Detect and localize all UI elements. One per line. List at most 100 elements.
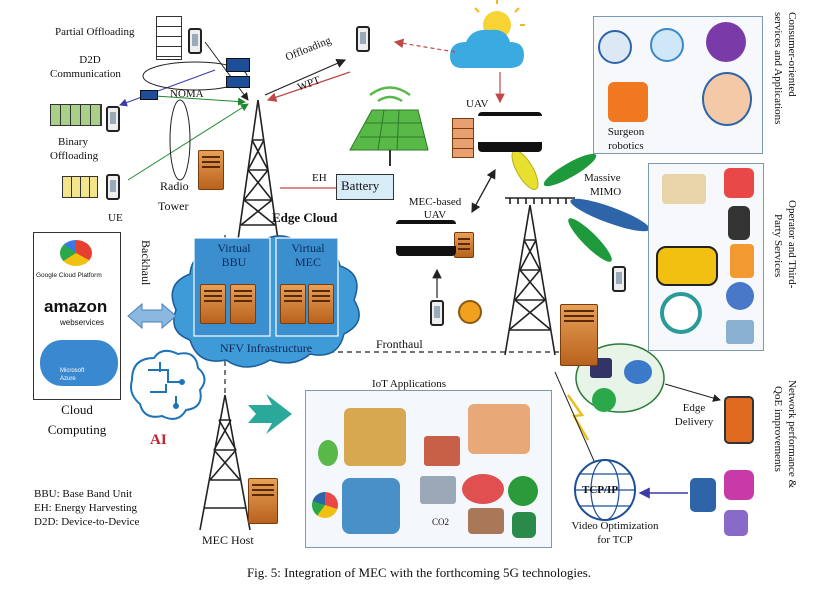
connected-car-icon <box>656 246 718 286</box>
solar-panel-icon <box>349 86 429 166</box>
plant-icon <box>318 440 338 466</box>
mimo-tower <box>504 197 575 356</box>
phone-partial-offloading <box>188 28 202 54</box>
consumer-label-2: services and Applications <box>772 12 784 125</box>
robot-arm-icon <box>608 82 648 122</box>
noma-label: NOMA <box>170 88 204 100</box>
edge-phone-gear-icon <box>724 396 754 444</box>
photo-icon <box>726 320 754 344</box>
massive-mimo-label-1: Massive <box>584 172 621 184</box>
operator-label-1: Operator and Third- <box>786 200 798 289</box>
d2d-blocks <box>50 104 102 126</box>
uav-task-blocks <box>452 118 474 158</box>
radio-tower <box>237 99 279 241</box>
noma-block-mid <box>226 76 250 88</box>
traffic-light-icon <box>728 206 750 240</box>
noma-block-top <box>226 58 250 72</box>
legend-eh: EH: Energy Harvesting <box>34 502 138 514</box>
doctor-icon <box>342 478 400 534</box>
mec-uav-server <box>454 232 474 258</box>
books-icon <box>424 436 460 466</box>
smart-school-icon <box>468 404 530 454</box>
partial-offloading-label: Partial Offloading <box>55 26 135 38</box>
mimo-beam-green-bottom <box>568 218 612 262</box>
figure-caption: Fig. 5: Integration of MEC with the fort… <box>246 565 592 580</box>
aws-sub-label: webservices <box>60 318 105 327</box>
radio-tower-label-1: Radio <box>160 179 189 193</box>
google-cloud-logo <box>60 240 92 266</box>
location-pins-icon <box>462 474 504 504</box>
elderly-user-icon <box>702 72 752 126</box>
consumer-label-1: Consumer-oriented <box>786 12 798 97</box>
factory-icon <box>420 476 456 504</box>
surgeon-label-1: Surgeon <box>607 126 645 138</box>
ai-label: AI <box>150 432 167 448</box>
d2d-label-2: Communication <box>50 68 121 80</box>
mec-server-2 <box>308 284 334 324</box>
backhaul-arrow <box>127 302 177 330</box>
messenger-icon <box>724 510 748 536</box>
cloud-computing-label-1: Cloud <box>61 402 93 417</box>
mec-uav-label-1: MEC-based <box>408 196 462 208</box>
mec-uav-label-2: UAV <box>423 209 447 221</box>
partial-offloading-blocks <box>156 16 182 60</box>
mec-host-tower <box>199 394 251 531</box>
network-label-2: QoE improvements <box>772 386 784 472</box>
legend-bbu: BBU: Base Band Unit <box>34 488 133 500</box>
surgeon-label-2: robotics <box>608 140 644 152</box>
tcpip-label: TCP/IP <box>582 484 619 496</box>
d2d-label-1: D2D <box>79 54 101 66</box>
analytics-icon <box>598 30 632 64</box>
pokemon-app-icon <box>690 478 716 512</box>
network-label-1: Network performance & <box>786 380 798 489</box>
magnifier-chart-icon <box>660 292 702 334</box>
noma-block-left <box>140 90 158 100</box>
iot-label: IoT Applications <box>372 378 447 390</box>
google-cloud-label: Google Cloud Platform <box>36 272 102 279</box>
legend-d2d: D2D: Device-to-Device <box>34 516 140 528</box>
mec-uav-drone-icon <box>396 220 456 256</box>
ai-arrow <box>248 394 292 434</box>
nfv-label: NFV Infrastructure <box>220 341 313 355</box>
phone-binary <box>106 174 120 200</box>
vr-headset-icon <box>650 28 684 62</box>
radio-tower-server <box>198 150 224 190</box>
backhaul-label: Backhaul <box>139 240 153 286</box>
battery-label: Battery <box>341 178 380 193</box>
fronthaul-server <box>560 304 598 366</box>
phone-mec-uav <box>430 300 444 326</box>
binary-label-2: Offloading <box>50 150 99 162</box>
fronthaul-label: Fronthaul <box>376 337 423 351</box>
phone-offloading-target <box>356 26 370 52</box>
ai-brain-icon <box>130 349 206 420</box>
edge-delivery-label-1: Edge <box>682 402 706 414</box>
battery-box <box>336 174 394 200</box>
uav-label: UAV <box>466 98 489 110</box>
operator-label-2: Party Services <box>772 214 784 278</box>
cloud-computing-label-2: Computing <box>47 422 107 437</box>
tree-icon <box>508 476 538 506</box>
weather-cloud-icon <box>450 29 524 68</box>
smart-home-icon <box>344 408 406 466</box>
binary-blocks <box>62 176 98 198</box>
binary-label-1: Binary <box>58 136 88 148</box>
virtual-bbu-label-1: Virtual <box>217 241 251 255</box>
massive-mimo-label-2: MIMO <box>590 186 622 198</box>
co2-label: CO2 <box>432 517 450 527</box>
mimo-beam-blue <box>570 198 650 232</box>
video-opt-label-2: for TCP <box>597 534 633 546</box>
mimo-beam-green-top <box>543 153 597 187</box>
download-icon <box>592 388 616 412</box>
video-tile-icon <box>724 168 754 198</box>
phone-mimo <box>612 266 626 292</box>
ue-label: UE <box>108 212 123 224</box>
eh-label: EH <box>312 172 327 184</box>
virtual-mec-label-1: Virtual <box>291 241 325 255</box>
virtual-bbu-label-2: BBU <box>221 255 247 269</box>
video-opt-label-1: Video Optimization <box>571 520 659 532</box>
edge-cloud-label: Edge Cloud <box>272 210 338 225</box>
satellite-icon <box>726 282 754 310</box>
mec-host-server <box>248 478 278 524</box>
mec-host-label: MEC Host <box>202 533 254 547</box>
